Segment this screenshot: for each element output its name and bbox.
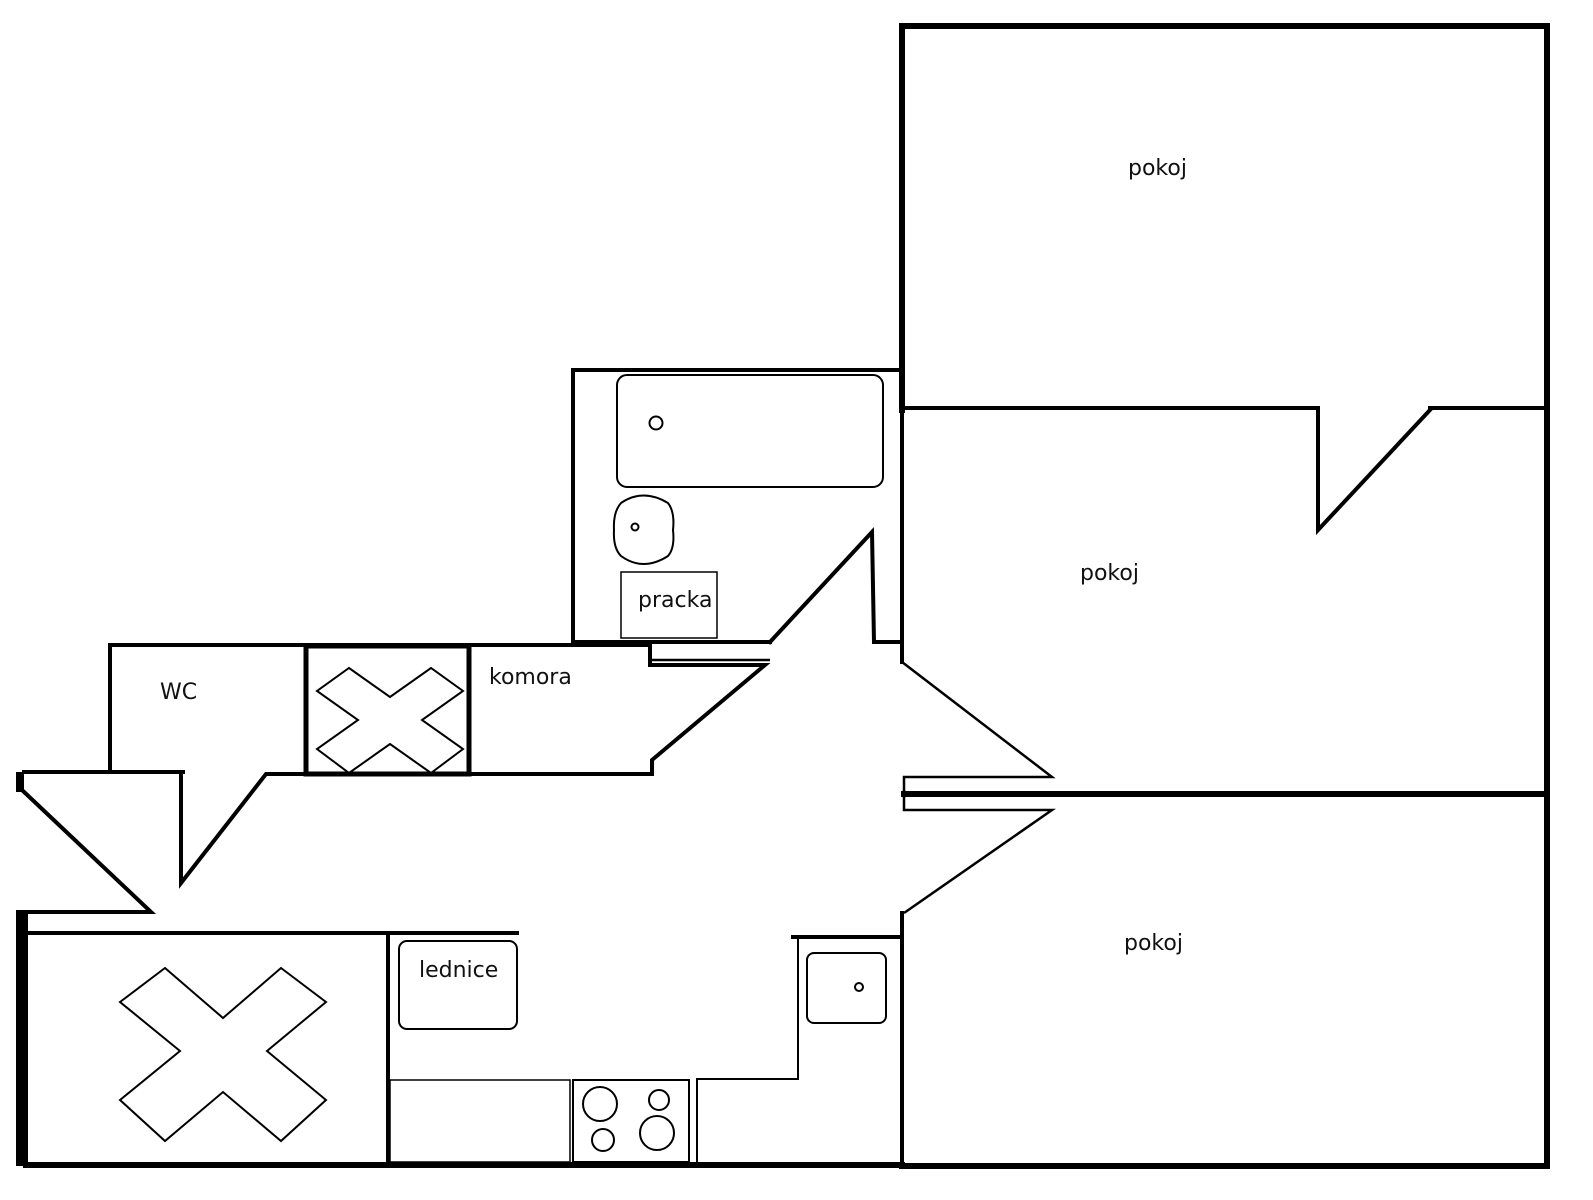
kitchen-block: lednice <box>23 931 905 1168</box>
washbasin <box>612 494 675 565</box>
pantry-label: komora <box>489 665 572 690</box>
bathtub <box>616 374 884 488</box>
fridge <box>398 940 518 1030</box>
outer-wall-left <box>16 910 28 1166</box>
kitchen-sink <box>806 952 887 1024</box>
room-label-middle: pokoj <box>1080 561 1139 586</box>
pantry-walls-door[interactable] <box>468 643 771 776</box>
entrance-jamb-top <box>16 772 24 792</box>
bathroom-walls <box>571 368 904 644</box>
burner-icon-4 <box>639 1115 675 1151</box>
room-label-top: pokoj <box>1128 156 1187 181</box>
room-label-bottom: pokoj <box>1124 931 1183 956</box>
sink-counter <box>696 938 799 1162</box>
door-swing-top-middle[interactable] <box>1316 406 1433 536</box>
shaft-x-icon-1 <box>315 666 465 775</box>
fridge-label: lednice <box>419 958 498 983</box>
cooktop <box>572 1079 690 1163</box>
burner-icon-1 <box>582 1086 618 1122</box>
bathroom-door-swing[interactable] <box>767 526 904 645</box>
kitchen-sink-drain-icon <box>854 982 864 992</box>
burner-icon-3 <box>591 1128 615 1152</box>
shaft-box-1 <box>303 643 472 777</box>
burner-icon-2 <box>648 1089 670 1111</box>
wc-door-swing[interactable] <box>179 770 307 889</box>
wc-pantry-row: WC komora <box>108 643 771 777</box>
entrance <box>16 770 307 1166</box>
washing-machine <box>620 571 718 639</box>
washbasin-drain-icon <box>630 522 640 532</box>
bathtub-drain-icon <box>648 415 664 431</box>
kitchen-counter <box>389 1079 571 1163</box>
outer-wall-right <box>899 23 1550 1169</box>
shaft-x-icon-2 <box>118 966 328 1143</box>
entrance-door-swing[interactable] <box>19 787 157 914</box>
bathroom: pracka <box>571 368 904 645</box>
door-swing-middle[interactable] <box>901 661 1056 798</box>
door-swing-bottom[interactable] <box>902 790 1056 915</box>
wc-label: WC <box>160 680 197 705</box>
washing-machine-label: pracka <box>638 588 712 613</box>
rooms-right-block: pokoj pokoj pokoj <box>899 23 1550 1169</box>
